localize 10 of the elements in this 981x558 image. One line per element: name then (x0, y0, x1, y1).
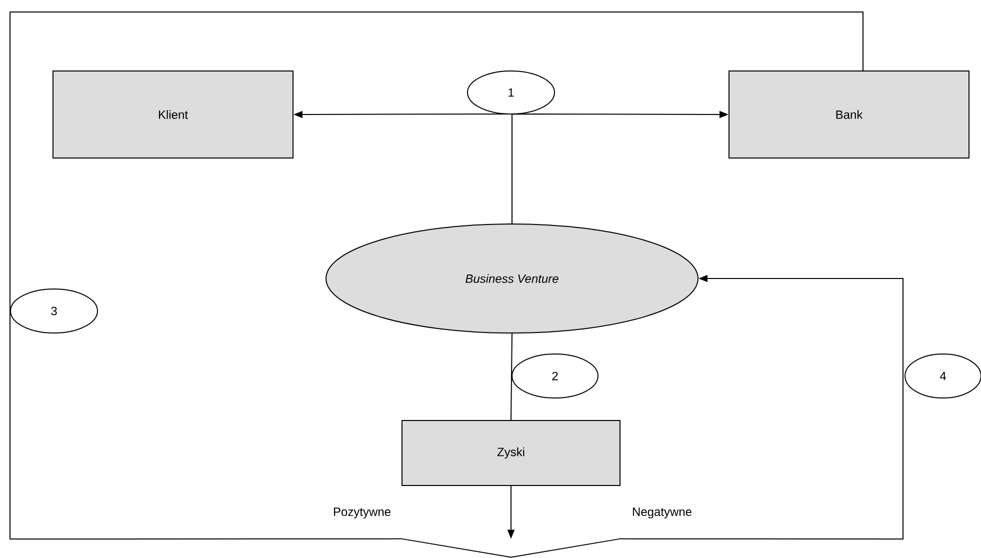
edge-label: Pozytywne (334, 508, 390, 518)
callout-number: 2 (512, 354, 598, 398)
process-box: Zyski (402, 420, 620, 486)
callout-number: 3 (10, 288, 98, 334)
junction-wedge (401, 538, 621, 558)
callout-number: 4 (904, 354, 981, 398)
callout-number: 1 (467, 70, 555, 114)
edge-label: Negatywne (632, 508, 692, 518)
process-box: Klient (52, 70, 294, 158)
process-box: Bank (728, 70, 970, 158)
